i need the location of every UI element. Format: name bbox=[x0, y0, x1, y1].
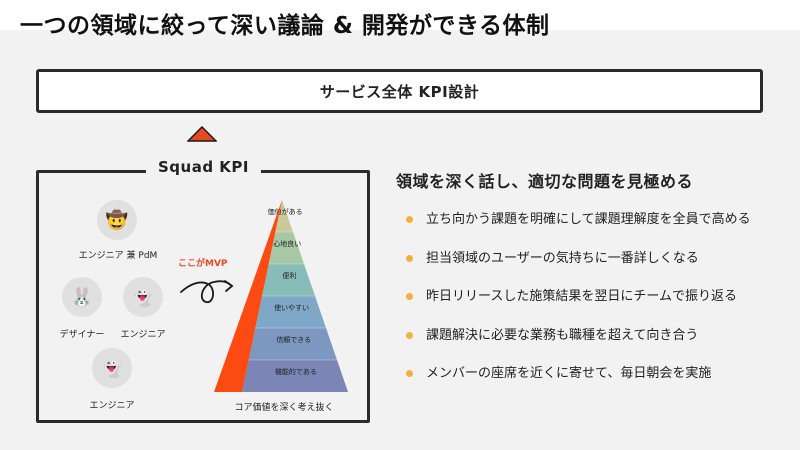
pyramid-level-4 bbox=[255, 296, 326, 328]
slide-title: 一つの領域に絞って深い議論 & 開発ができる体制 bbox=[20, 13, 550, 39]
member-label-pdm: エンジニア 兼 PdM bbox=[78, 251, 158, 261]
pyramid-level-label: 機能的である bbox=[275, 367, 317, 376]
mvp-wedge bbox=[214, 200, 282, 392]
pyramid-level-5 bbox=[248, 328, 337, 360]
pyramid-level-label: 使いやすい bbox=[274, 303, 309, 312]
pyramid-level-label: 信頼できる bbox=[276, 335, 311, 344]
bullet-text: 担当領域のユーザーの気持ちに一番詳しくなる bbox=[426, 250, 699, 266]
pyramid-level-label: 価値がある bbox=[268, 207, 303, 216]
pyramid-level-1 bbox=[275, 200, 293, 232]
pyramid-level-2 bbox=[268, 232, 304, 264]
bullet-dot-icon bbox=[406, 370, 413, 377]
mvp-label: ここがMVP bbox=[178, 259, 228, 269]
bullet-text: 課題解決に必要な業務も職種を超えて向き合う bbox=[426, 327, 699, 343]
service-kpi-box: サービス全体 KPI設計 bbox=[36, 69, 763, 113]
rabbit-emoji-icon: 🐰 bbox=[62, 277, 102, 317]
member-label-engineer-2: エンジニア bbox=[89, 401, 135, 411]
bullet-dot-icon bbox=[406, 331, 413, 339]
pyramid-level-6 bbox=[242, 360, 348, 392]
member-label-designer: デザイナー bbox=[59, 330, 105, 340]
pyramid-level-3 bbox=[262, 264, 315, 296]
curly-arrow-icon bbox=[180, 280, 234, 303]
list-item: 昨日リリースした施策結果を翌日にチームで振り返る bbox=[406, 287, 751, 326]
list-item: 課題解決に必要な業務も職種を超えて向き合う bbox=[406, 326, 751, 365]
list-item: 立ち向かう課題を明確にして課題理解度を全員で高める bbox=[406, 210, 751, 249]
ghost-emoji-icon: 👻 bbox=[92, 348, 132, 388]
bullet-dot-icon bbox=[406, 216, 413, 223]
bullet-list: 立ち向かう課題を明確にして課題理解度を全員で高める 担当領域のユーザーの気持ちに… bbox=[406, 210, 751, 403]
cowboy-emoji-icon: 🤠 bbox=[97, 200, 137, 240]
right-heading: 領域を深く話し、適切な問題を見極める bbox=[396, 172, 694, 191]
bullet-text: メンバーの座席を近くに寄せて、毎日朝会を実施 bbox=[426, 366, 712, 381]
bullet-text: 立ち向かう課題を明確にして課題理解度を全員で高める bbox=[426, 212, 751, 227]
pyramid-level-label: 心地良い bbox=[273, 239, 301, 248]
bullet-text: 昨日リリースした施策結果を翌日にチームで振り返る bbox=[426, 289, 737, 304]
ghost-emoji-icon: 👻 bbox=[123, 277, 163, 317]
service-kpi-label: サービス全体 KPI設計 bbox=[319, 82, 480, 101]
bullet-dot-icon bbox=[406, 254, 413, 262]
member-label-engineer-1: エンジニア bbox=[120, 330, 166, 340]
list-item: 担当領域のユーザーの気持ちに一番詳しくなる bbox=[406, 249, 751, 288]
bullet-dot-icon bbox=[406, 293, 413, 300]
title-band bbox=[0, 0, 800, 34]
squad-kpi-title: Squad KPI bbox=[146, 158, 261, 176]
list-item: メンバーの座席を近くに寄せて、毎日朝会を実施 bbox=[406, 364, 751, 403]
pyramid-caption: コア価値を深く考え抜く bbox=[234, 403, 334, 413]
pyramid-level-label: 便利 bbox=[282, 271, 296, 280]
up-triangle-icon bbox=[187, 126, 217, 142]
